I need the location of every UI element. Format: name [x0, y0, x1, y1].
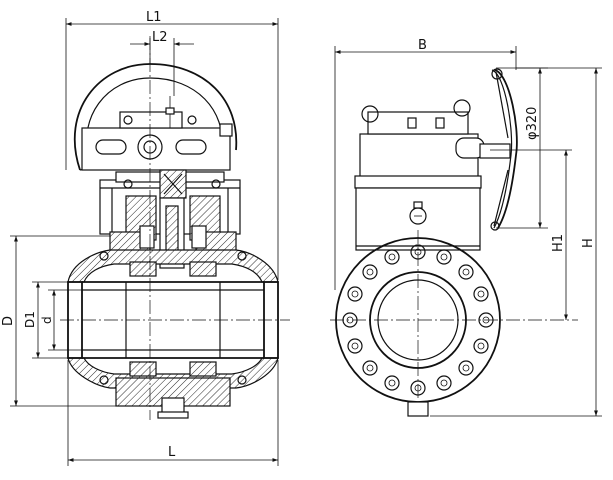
dim-label-B: B [418, 38, 427, 53]
dim-label-L: L [168, 445, 176, 460]
dim-label-D1: D1 [23, 311, 37, 328]
dim-D: D [1, 235, 116, 407]
dim-label-d: d [40, 316, 54, 324]
dim-label-H: H [581, 238, 596, 248]
gear-operator-housing [74, 63, 238, 171]
handwheel [479, 68, 518, 231]
dim-H1: H1 [490, 149, 572, 320]
dim-B: B [334, 38, 517, 290]
dim-label-L2: L2 [152, 30, 168, 45]
side-view: B φ320 H1 H [330, 38, 602, 417]
dim-D1: D1 [23, 281, 68, 359]
dim-label-handwheel: φ320 [525, 107, 540, 140]
dim-handwheel-diameter: φ320 [496, 67, 548, 229]
dim-L1: L1 [65, 10, 279, 280]
gearbox [354, 99, 485, 189]
valve-body [67, 249, 279, 419]
dim-L: L [67, 360, 279, 466]
dim-H: H [430, 67, 602, 417]
dim-label-D: D [1, 316, 16, 326]
section-view: L1 L2 L D D1 [1, 10, 290, 466]
dim-d: d [40, 289, 82, 351]
bore-pipe [67, 251, 279, 385]
flange-bolts [342, 244, 494, 396]
dim-L2: L2 [130, 30, 194, 96]
flange [330, 230, 578, 417]
dim-label-H1: H1 [551, 234, 566, 252]
dim-label-L1: L1 [146, 10, 162, 25]
